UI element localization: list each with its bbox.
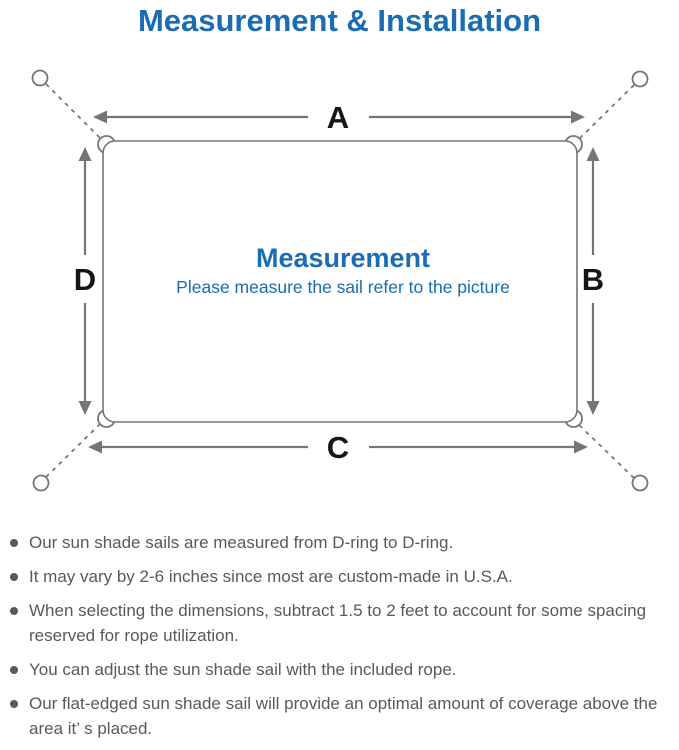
dimension-label-c: C <box>327 430 349 465</box>
dimension-label-a: A <box>327 100 349 135</box>
rope-line-bottom-right <box>577 423 635 479</box>
anchor-circle-top-right <box>631 70 649 88</box>
bullet-dot <box>10 539 18 547</box>
instruction-list: Our sun shade sails are measured from D-… <box>10 530 668 750</box>
measurement-diagram: A B C D Measurement Please measure the s… <box>31 69 649 492</box>
page-title: Measurement & Installation <box>137 3 542 38</box>
bullet-dot <box>10 607 18 615</box>
anchor-circle-top-left <box>31 69 49 87</box>
bullet-dot <box>10 700 18 708</box>
list-item-text: It may vary by 2-6 inches since most are… <box>29 567 513 586</box>
dimension-arrow-c <box>88 440 588 454</box>
anchor-circle-bottom-right <box>631 474 649 492</box>
bullet-dot <box>10 573 18 581</box>
dimension-arrow-a <box>93 110 585 124</box>
list-item: When selecting the dimensions, subtract … <box>10 598 668 648</box>
bullet-dot <box>10 666 18 674</box>
dimension-arrow-b <box>586 147 600 415</box>
list-item-text: You can adjust the sun shade sail with t… <box>29 660 457 679</box>
list-item: Our sun shade sails are measured from D-… <box>10 530 668 555</box>
sail-rectangle <box>102 140 578 423</box>
list-item: Our flat-edged sun shade sail will provi… <box>10 691 668 741</box>
list-item: You can adjust the sun shade sail with t… <box>10 657 668 682</box>
list-item: It may vary by 2-6 inches since most are… <box>10 564 668 589</box>
rope-line-bottom-left <box>45 423 101 478</box>
rope-line-top-left <box>45 83 102 140</box>
dimension-label-d: D <box>74 262 96 297</box>
dimension-arrow-d <box>78 147 92 415</box>
list-item-text: When selecting the dimensions, subtract … <box>29 601 647 645</box>
list-item-text: Our sun shade sails are measured from D-… <box>29 533 454 552</box>
list-item-text: Our flat-edged sun shade sail will provi… <box>29 694 658 738</box>
dimension-label-b: B <box>582 262 604 297</box>
rope-line-top-right <box>578 84 635 140</box>
measurement-heading: Measurement <box>256 243 430 273</box>
measurement-subtitle: Please measure the sail refer to the pic… <box>176 277 510 297</box>
anchor-circle-bottom-left <box>32 474 50 492</box>
